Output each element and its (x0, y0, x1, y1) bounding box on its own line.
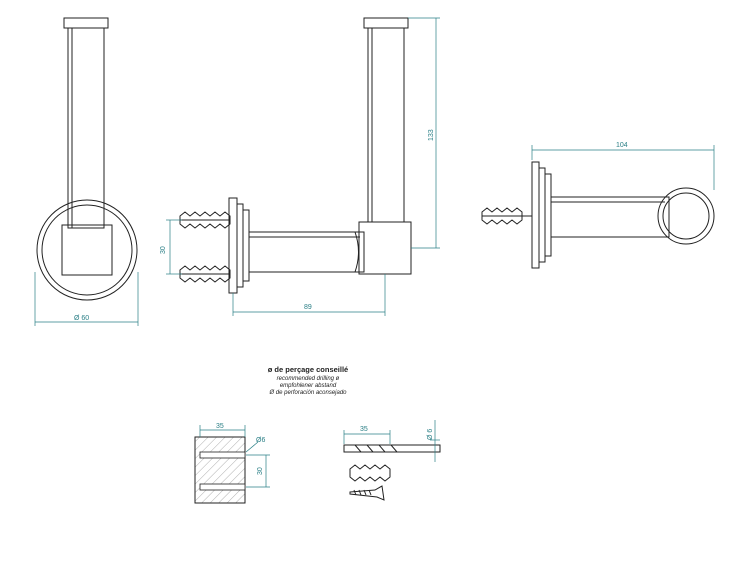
top-wall-plate (531, 161, 540, 269)
front-rosette-outer (36, 199, 138, 301)
drilling-note-title: ø de perçage conseillé (267, 365, 349, 374)
side-top-cap (363, 17, 409, 29)
side-anchor-bottom (179, 265, 231, 283)
block-spacing-label: 30 (257, 467, 264, 475)
drilling-note-german: empfohlener abstand (279, 383, 337, 389)
drilling-block (194, 436, 246, 504)
side-wall-plate (228, 197, 238, 294)
front-upright-tube (67, 27, 105, 229)
drilling-note-english: recommended drilling ø (276, 376, 340, 382)
drill-hole-bottom (199, 483, 246, 491)
front-rosette-inner (41, 204, 133, 296)
projection-label: 89 (304, 304, 312, 311)
side-horizontal-tube (248, 231, 365, 273)
front-block (61, 224, 113, 276)
diameter-label: Ø 60 (74, 315, 89, 322)
drill-bit (343, 444, 441, 453)
block-diameter-label: Ø6 (256, 437, 265, 444)
top-anchor (481, 207, 532, 225)
block-depth-label: 35 (216, 423, 224, 430)
side-upright-tube (367, 27, 405, 223)
top-projection-label: 104 (616, 142, 628, 149)
front-view: Ø 60 (34, 17, 139, 326)
front-top-cap (63, 17, 109, 29)
height-label: 133 (428, 129, 435, 141)
screw (349, 485, 385, 501)
top-horizontal-tube (550, 196, 670, 238)
side-view: 133 89 30 (160, 17, 440, 316)
drill-hole-top (199, 451, 246, 459)
bit-diameter-label: Ø 6 (427, 429, 434, 440)
spacing-label: 30 (160, 246, 167, 254)
drilling-block-detail: 35 Ø6 30 (194, 423, 270, 504)
hardware-detail: 35 Ø 6 (343, 420, 441, 501)
drilling-note-spanish: Ø de perforación aconsejado (269, 390, 347, 396)
side-elbow-block (358, 221, 412, 275)
top-end-ring-inner (662, 192, 710, 240)
side-anchor-top (179, 211, 231, 229)
bit-depth-label: 35 (360, 426, 368, 433)
top-end-ring-outer (657, 187, 715, 245)
wall-anchor (349, 464, 391, 482)
top-view: 104 (481, 142, 715, 269)
